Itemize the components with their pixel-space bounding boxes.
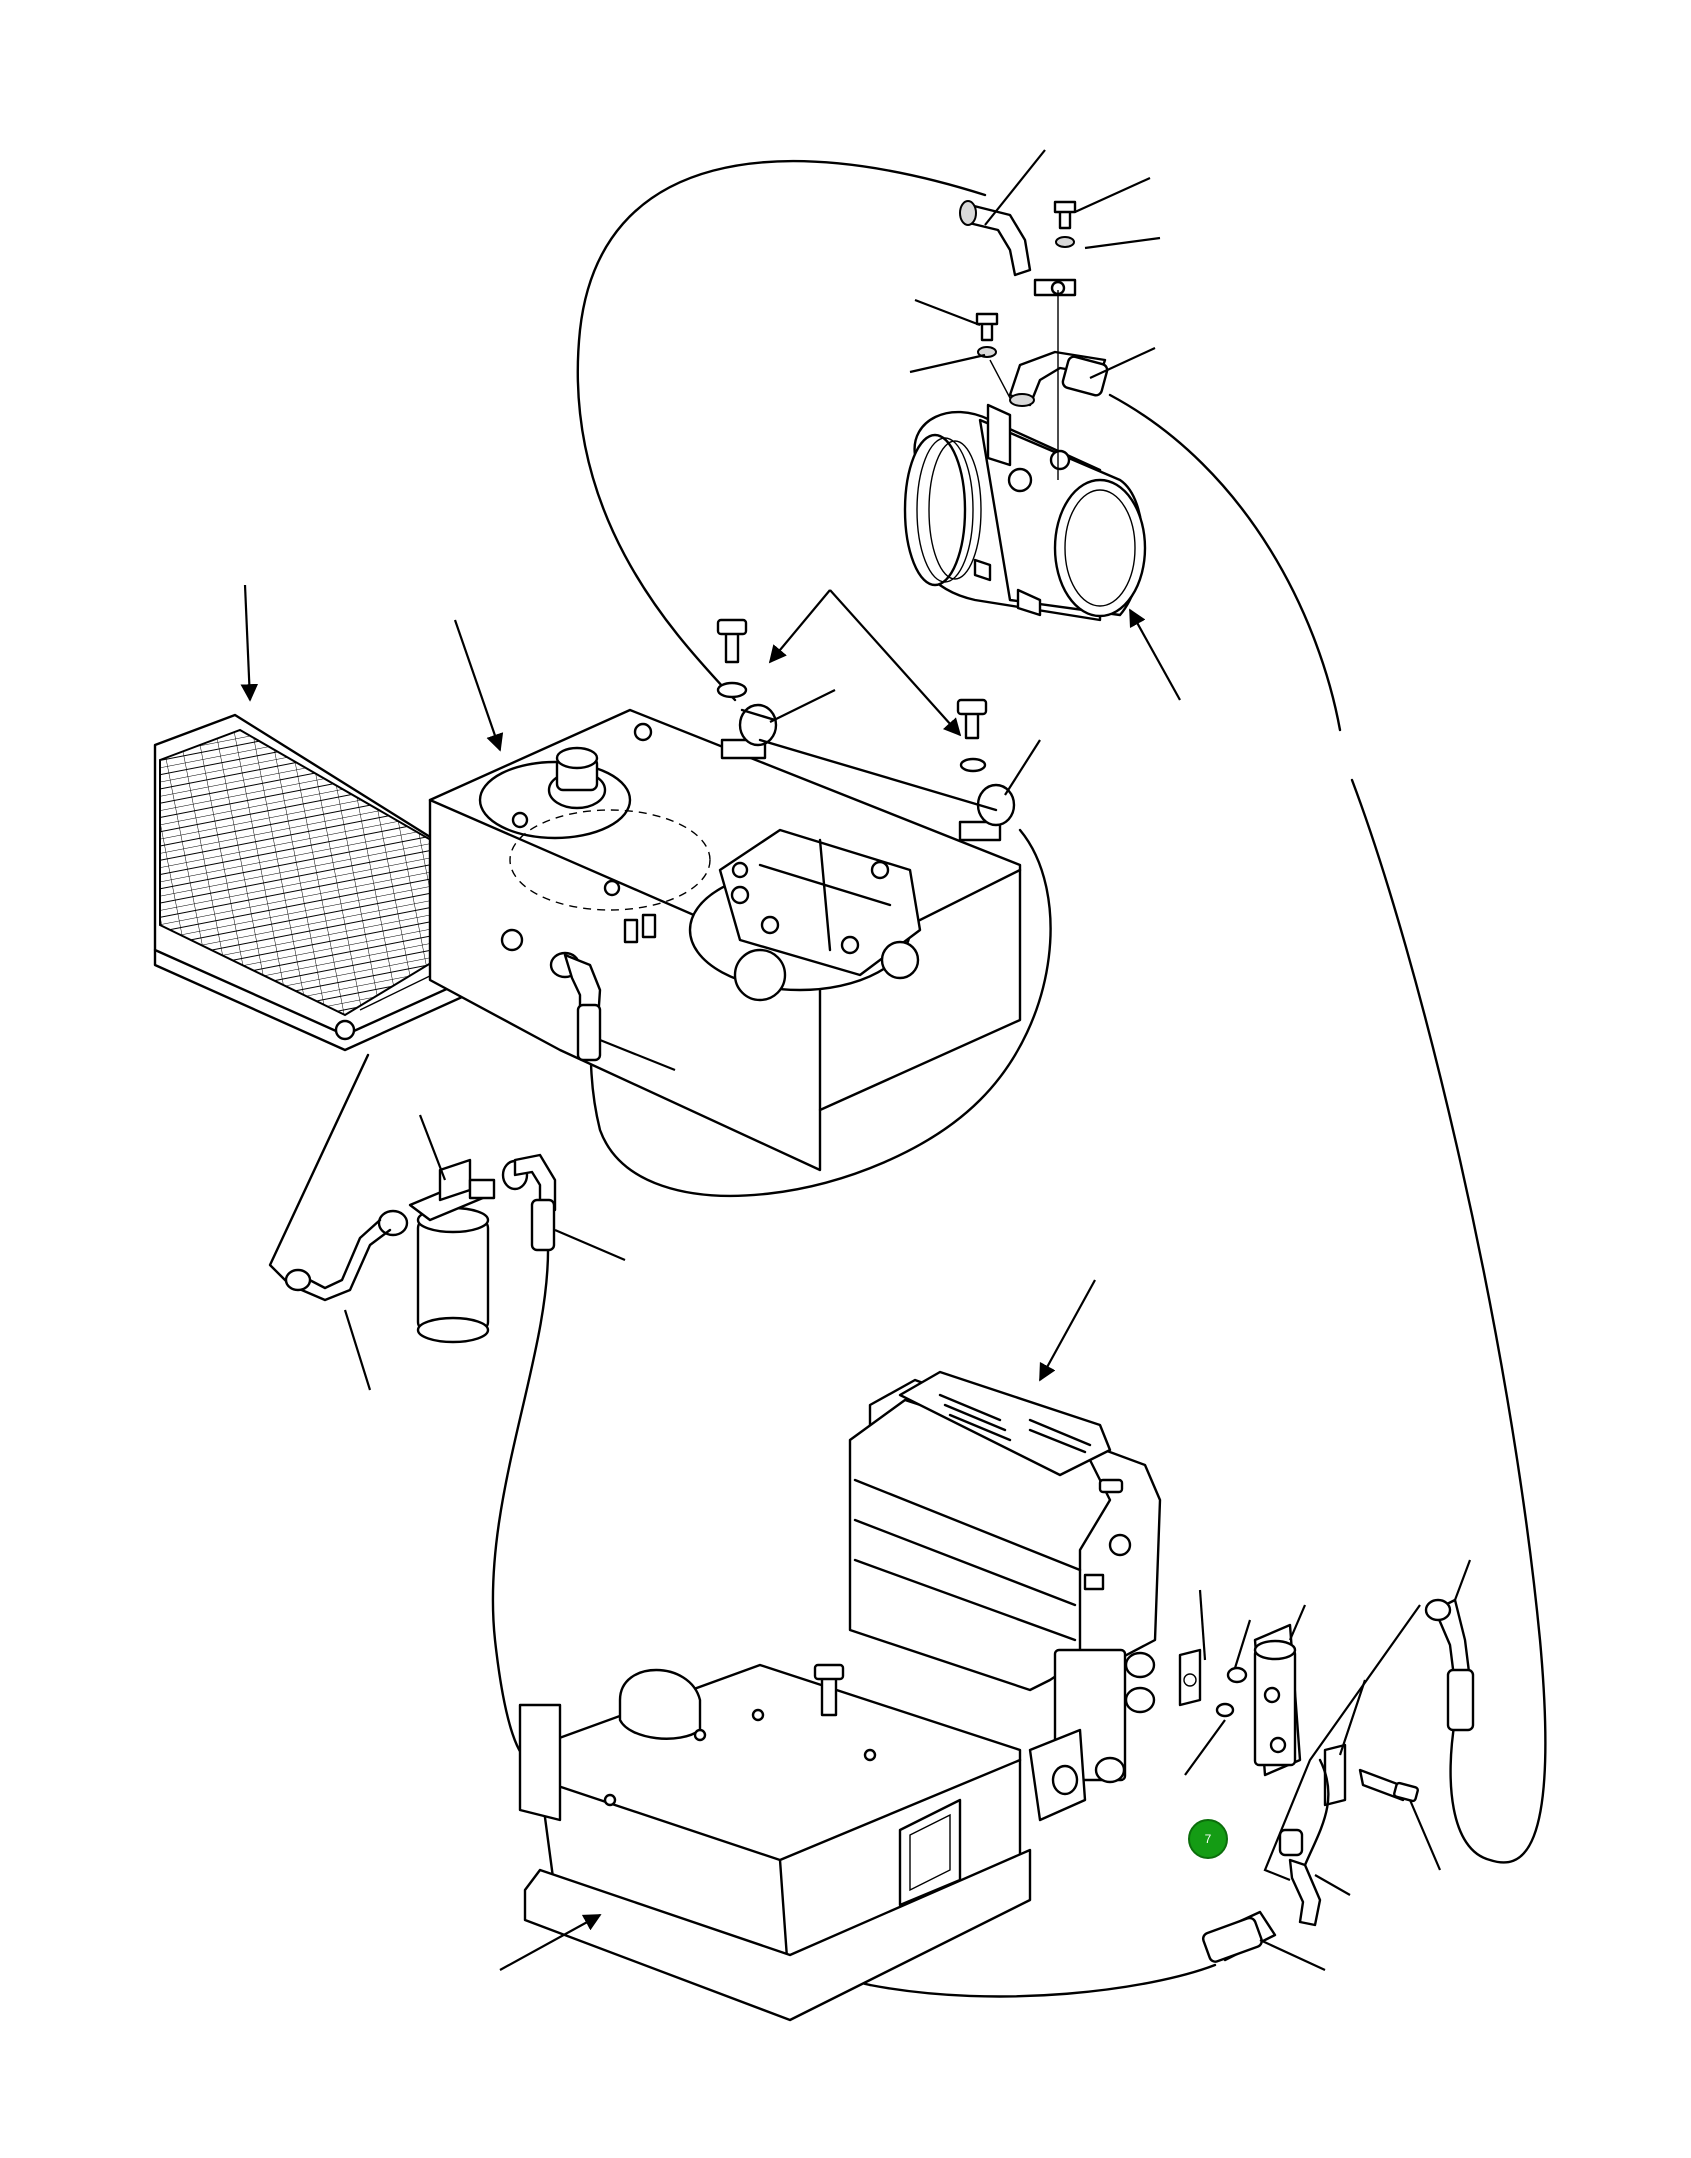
expansion-valve-fittings (1201, 1598, 1475, 1963)
condenser-outlet-fitting (500, 928, 602, 1062)
drier-outlet-tube (284, 1218, 392, 1302)
o-rings (1215, 1666, 1248, 1718)
callout-badge[interactable]: 7 (1188, 1819, 1228, 1859)
expansion-valve (1253, 1623, 1302, 1777)
heater-box (518, 1663, 1087, 2022)
discharge-fitting (959, 200, 1077, 297)
hose-bracket-right (956, 698, 1016, 842)
leader-lines (240, 149, 1472, 1971)
suction-fitting (975, 290, 1109, 480)
callout-label: 7 (1205, 1832, 1212, 1846)
hose-bracket-left (716, 618, 778, 760)
valve-mounting-plate (1323, 1743, 1419, 1807)
compressor-assembly (903, 403, 1147, 622)
receiver-drier (377, 1153, 557, 1344)
gasket-plate (1178, 1648, 1202, 1707)
evaporator-unit (848, 1370, 1162, 1784)
